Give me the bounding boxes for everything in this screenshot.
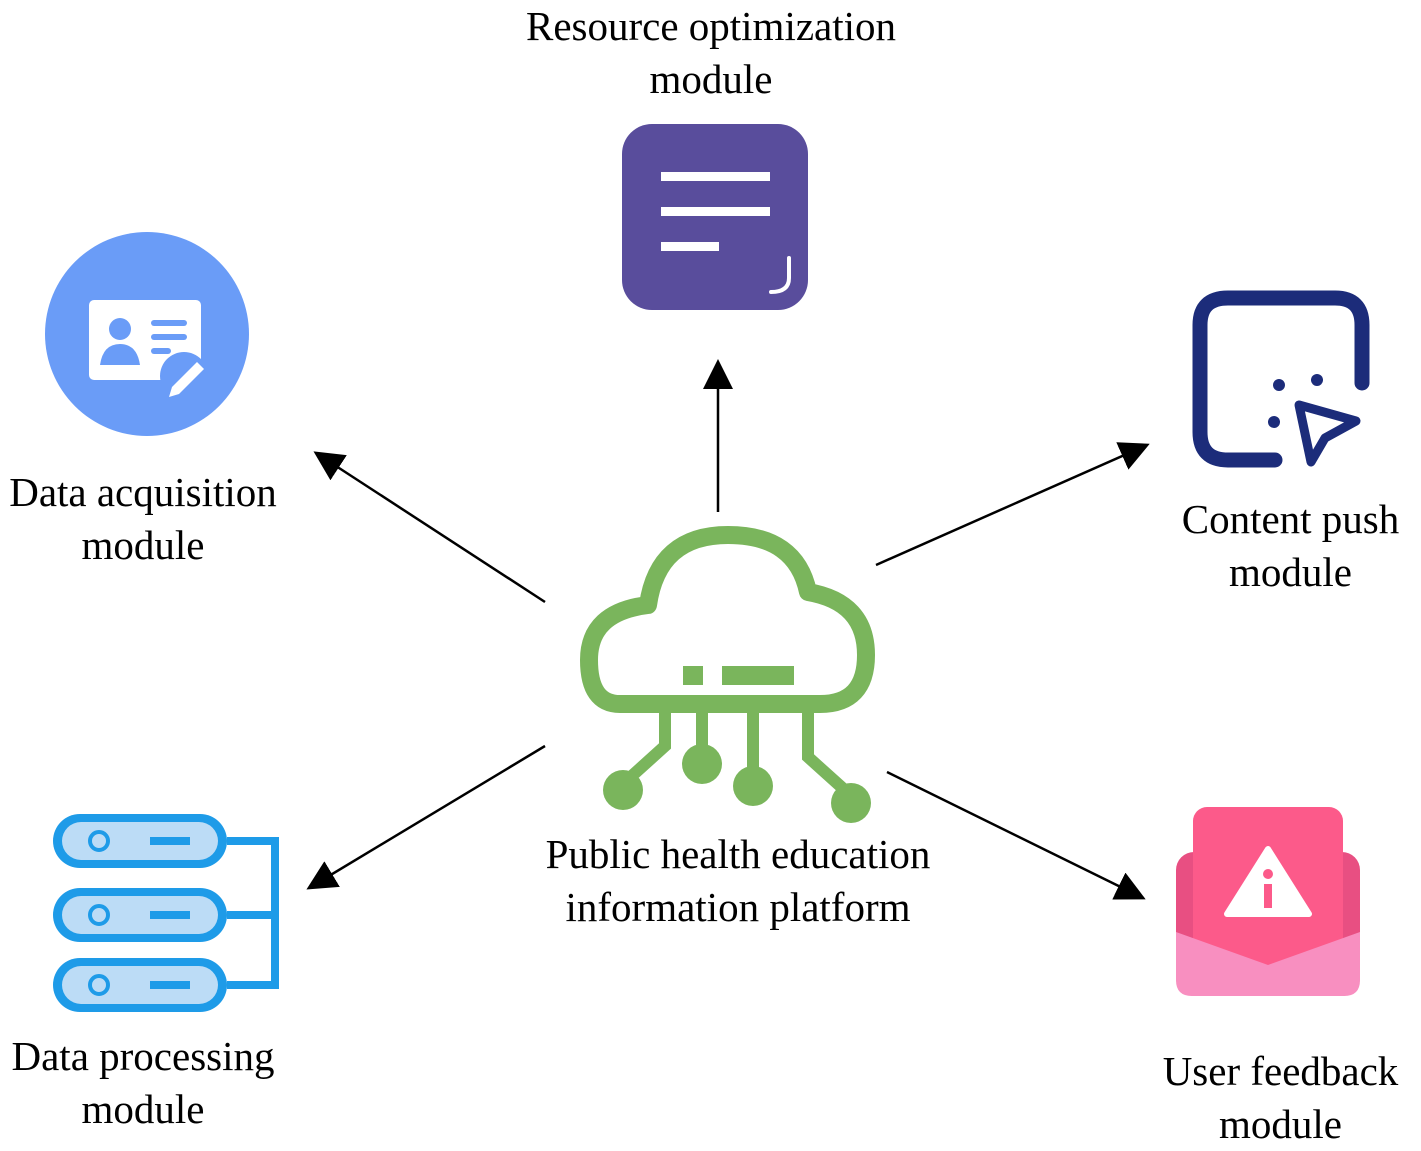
server-unit [53,888,227,942]
data-acquisition-label-line1: Data acquisition [9,469,277,515]
resource-optimization-label: Resource optimization module [461,0,961,106]
platform-label-line2: information platform [565,884,911,930]
id-card-edit-icon [45,232,249,436]
user-feedback-label-line1: User feedback [1162,1048,1399,1094]
arrow-to-data-processing [306,744,546,890]
cursor-click-icon [1192,290,1370,468]
server-unit [53,958,227,1012]
resource-optimization-label-line1: Resource optimization [525,3,897,49]
cloud-network-icon [580,526,875,823]
data-processing-label-line2: module [81,1086,205,1132]
content-push-label: Content push module [1160,493,1421,599]
user-feedback-label-line2: module [1219,1101,1342,1147]
arrow-to-data-acquisition [313,451,546,604]
arrows [306,359,1150,900]
platform-label: Public health education information plat… [488,828,988,934]
data-processing-label-line1: Data processing [11,1033,275,1079]
user-feedback-label: User feedback module [1140,1045,1421,1151]
resource-optimization-label-line2: module [649,56,773,102]
document-lines-icon [622,124,808,310]
arrow-to-user-feedback [886,770,1146,900]
data-acquisition-label-line2: module [81,522,205,568]
content-push-label-line1: Content push [1181,496,1400,542]
data-acquisition-label: Data acquisition module [0,466,316,572]
platform-label-line1: Public health education [545,831,931,877]
server-unit [53,814,227,868]
arrow-to-content-push [875,442,1150,567]
data-processing-label: Data processing module [0,1030,296,1136]
server-stack-icon [53,814,279,1012]
content-push-label-line2: module [1229,549,1352,595]
mail-alert-icon [1176,807,1360,996]
